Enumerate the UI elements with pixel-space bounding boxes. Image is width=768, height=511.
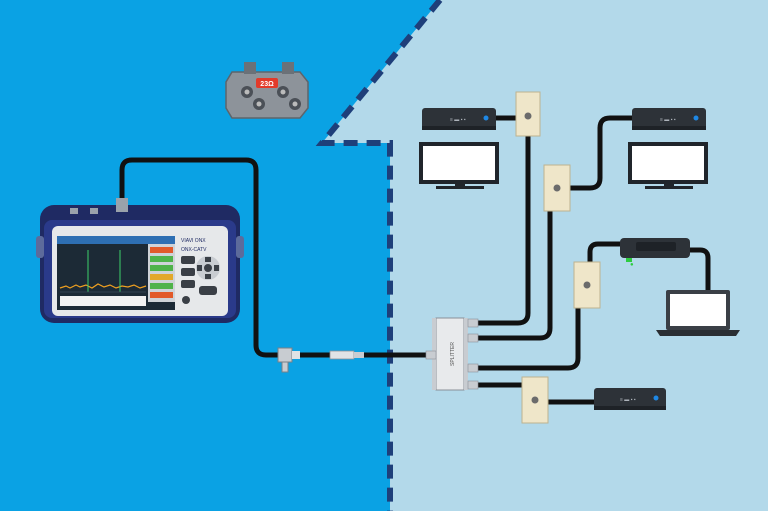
stb-2-label: ≡ ▬ ▪ ▪: [660, 117, 676, 123]
inline-connector: [329, 350, 364, 360]
wall-plate-2: [543, 164, 571, 212]
splitter: SPLITTER: [425, 317, 479, 391]
set-top-box-1: ≡ ▬ ▪ ▪: [422, 108, 496, 130]
property-boundary: [315, 0, 443, 511]
splitter-port-4: [467, 380, 479, 390]
tester-model: ONX-CATV: [181, 247, 207, 253]
stb-3-label: ≡ ▬ ▪ ▪: [620, 397, 636, 403]
spectrum-trace: [59, 283, 147, 289]
wall-plate-3: [573, 261, 601, 309]
splitter-port-2: [467, 333, 479, 343]
tap-badge: [256, 78, 278, 88]
splitter-label: SPLITTER: [450, 342, 456, 366]
television-2: [628, 142, 708, 189]
modem-cable: [587, 241, 623, 278]
splitter-port-1: [467, 318, 479, 328]
power-key: [182, 296, 190, 304]
wall-plate-1: [515, 91, 541, 137]
set-top-box-2: ≡ ▬ ▪ ▪: [632, 108, 706, 130]
laptop-cable: [687, 247, 711, 293]
tap-badge-label: 23Ω: [260, 81, 274, 88]
modem-status-light: ●: [630, 262, 634, 268]
key-1: [181, 256, 195, 264]
splitter-port-3: [467, 363, 479, 373]
tap-device: 23Ω: [225, 62, 309, 119]
key-3: [181, 280, 195, 288]
splitter-out-2: [472, 202, 553, 341]
splitter-out-1: [472, 117, 531, 326]
enter-key: [199, 286, 217, 295]
cable-modem: ●: [620, 238, 690, 268]
splitter-port-in: [425, 350, 437, 360]
set-top-box-3: ≡ ▬ ▪ ▪: [594, 388, 666, 410]
cables: [119, 115, 711, 405]
splitter-out-3: [472, 292, 581, 371]
tester-brand: VIAVI ONX: [181, 238, 206, 244]
stb2-cable: [567, 115, 635, 191]
cable-tester: VIAVI ONX ONX-CATV: [36, 198, 244, 323]
television-1: [419, 142, 499, 189]
wall-plate-4: [521, 376, 549, 424]
ground-block: [277, 347, 300, 373]
stb-1-label: ≡ ▬ ▪ ▪: [450, 117, 466, 123]
key-2: [181, 268, 195, 276]
laptop: [656, 290, 740, 336]
tester-cable: [119, 157, 288, 358]
